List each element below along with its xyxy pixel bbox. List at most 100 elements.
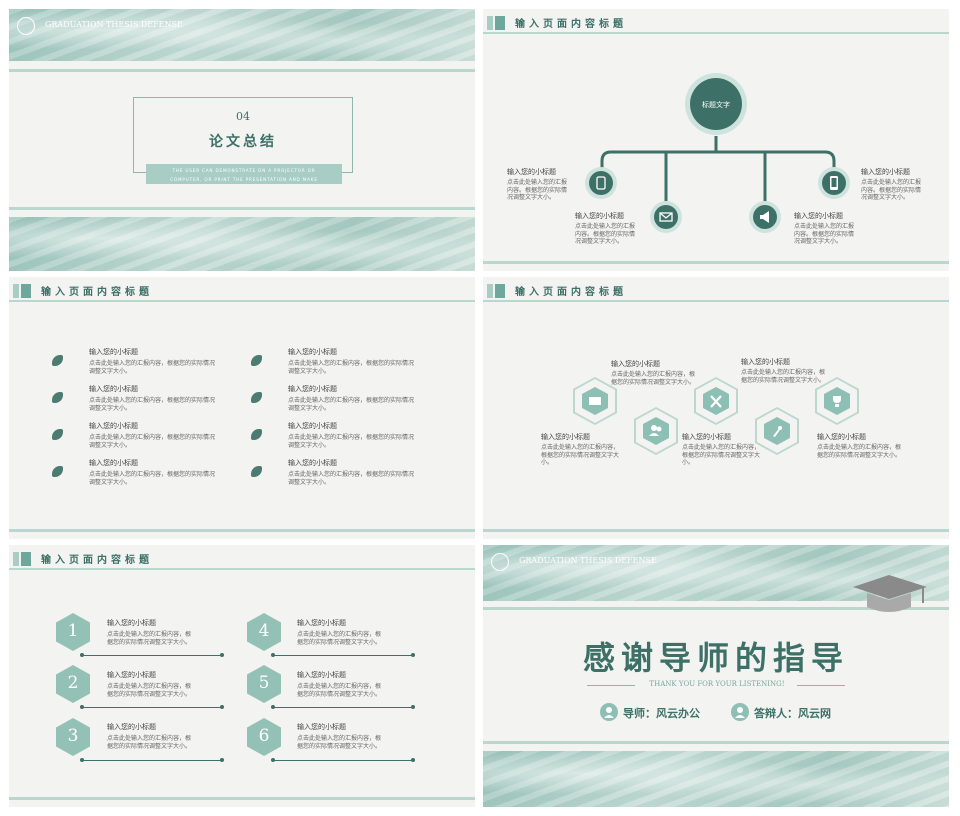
header-line bbox=[9, 300, 475, 302]
list-item-title: 输入您的小标题 bbox=[89, 422, 138, 430]
header-line bbox=[9, 568, 475, 570]
number-badge: 3 bbox=[56, 718, 90, 756]
numbered-item-text: 点击此处输入您的汇报内容，根据您的实际情况调整文字大小。 bbox=[107, 683, 192, 698]
divider-bottom bbox=[483, 741, 949, 744]
leaf-icon bbox=[52, 392, 63, 403]
list-item-title: 输入您的小标题 bbox=[89, 348, 138, 356]
caption-line-2: COMPUTER, OR PRINT THE PRESENTATION AND … bbox=[170, 177, 318, 182]
leaf-icon bbox=[52, 466, 63, 477]
leaf-icon bbox=[52, 429, 63, 440]
dotted-divider bbox=[271, 705, 415, 709]
list-item-title: 输入您的小标题 bbox=[288, 385, 337, 393]
hex-item-title: 输入您的小标题 bbox=[541, 433, 590, 441]
numbered-item-title: 输入您的小标题 bbox=[297, 723, 346, 731]
item-1-title: 输入您的小标题 bbox=[507, 168, 556, 176]
megaphone-icon bbox=[753, 205, 777, 229]
numbered-item-title: 输入您的小标题 bbox=[107, 619, 156, 627]
numbered-item-text: 点击此处输入您的汇报内容，根据您的实际情况调整文字大小。 bbox=[297, 683, 382, 698]
section-title: 论文总结 bbox=[209, 134, 277, 150]
mentor-label: 导师：风云办公 bbox=[623, 707, 700, 720]
footer-line bbox=[9, 529, 475, 532]
header-title: 输入页面内容标题 bbox=[41, 555, 153, 566]
dotted-divider bbox=[80, 653, 224, 657]
dotted-divider bbox=[80, 758, 224, 762]
dotted-divider bbox=[271, 758, 415, 762]
numbered-item-title: 输入您的小标题 bbox=[107, 723, 156, 731]
list-item-text: 点击此处输入您的汇报内容，根据您的实际情况调整文字大小。 bbox=[89, 360, 216, 375]
marble-header-band bbox=[9, 9, 475, 61]
hex-item-text: 点击此处输入您的汇报内容，根据您的实际情况调整文字大小。 bbox=[541, 444, 620, 466]
divider-top bbox=[9, 69, 475, 72]
phone-icon bbox=[589, 171, 613, 195]
list-item-text: 点击此处输入您的汇报内容，根据您的实际情况调整文字大小。 bbox=[288, 397, 415, 412]
list-item-title: 输入您的小标题 bbox=[89, 385, 138, 393]
center-label: 标题文字 bbox=[702, 101, 730, 109]
numbered-item-text: 点击此处输入您的汇报内容，根据您的实际情况调整文字大小。 bbox=[107, 631, 192, 646]
hex-item-text: 点击此处输入您的汇报内容，根据您的实际情况调整文字大小。 bbox=[817, 444, 902, 459]
dotted-divider bbox=[271, 653, 415, 657]
footer-line bbox=[483, 261, 949, 264]
header-marker bbox=[487, 284, 505, 298]
header-line bbox=[483, 32, 949, 34]
marble-footer-band bbox=[9, 217, 475, 271]
header-title: 输入页面内容标题 bbox=[515, 287, 627, 298]
mail-icon bbox=[654, 205, 678, 229]
leaf-icon bbox=[251, 429, 262, 440]
number-badge: 5 bbox=[247, 665, 281, 703]
header-title: 输入页面内容标题 bbox=[41, 287, 153, 298]
hex-item-text: 点击此处输入您的汇报内容，根据您的实际情况调整文字大小。 bbox=[741, 369, 826, 384]
subtitle-rule-left bbox=[587, 685, 635, 686]
divider-bottom bbox=[9, 207, 475, 210]
slide-leaf-list[interactable]: 输入页面内容标题 输入您的小标题 点击此处输入您的汇报内容，根据您的实际情况调整… bbox=[9, 277, 475, 539]
header-marker bbox=[487, 16, 505, 30]
subtitle-rule-right bbox=[797, 685, 845, 686]
center-node[interactable] bbox=[690, 78, 742, 130]
leaf-icon bbox=[251, 466, 262, 477]
item-3-title: 输入您的小标题 bbox=[794, 212, 843, 220]
marble-footer-band bbox=[483, 751, 949, 807]
number-badge: 6 bbox=[247, 718, 281, 756]
graduation-cap-icon bbox=[853, 575, 927, 612]
number-badge: 2 bbox=[56, 665, 90, 703]
numbered-item-text: 点击此处输入您的汇报内容，根据您的实际情况调整文字大小。 bbox=[297, 631, 382, 646]
hex-item-title: 输入您的小标题 bbox=[817, 433, 866, 441]
slide-hexagon-timeline[interactable]: 输入页面内容标题 输入您的小标题 点击此处输入您的汇报内容，根据您的实际情况调整… bbox=[483, 277, 949, 539]
list-item-title: 输入您的小标题 bbox=[288, 348, 337, 356]
slide-section-summary[interactable]: GRADUATION THESIS DEFENSE 04 论文总结 THE US… bbox=[9, 9, 475, 271]
slide-tree-diagram[interactable]: 输入页面内容标题 标题文字 输入您的小标题 点击此处输入您的汇报内容。根据您的实… bbox=[483, 9, 949, 271]
leaf-icon bbox=[251, 392, 262, 403]
hex-item-text: 点击此处输入您的汇报内容，根据您的实际情况调整文字大小。 bbox=[682, 444, 761, 466]
brand-text: GRADUATION THESIS DEFENSE bbox=[519, 556, 657, 565]
slide-numbered-list[interactable]: 输入页面内容标题 1 输入您的小标题 点击此处输入您的汇报内容，根据您的实际情况… bbox=[9, 545, 475, 807]
header-marker bbox=[13, 284, 31, 298]
list-item-text: 点击此处输入您的汇报内容，根据您的实际情况调整文字大小。 bbox=[89, 471, 216, 486]
header-marker bbox=[13, 552, 31, 566]
numbered-item-text: 点击此处输入您的汇报内容，根据您的实际情况调整文字大小。 bbox=[297, 735, 382, 750]
footer-line bbox=[9, 797, 475, 800]
list-item-text: 点击此处输入您的汇报内容，根据您的实际情况调整文字大小。 bbox=[288, 471, 415, 486]
item-2-title: 输入您的小标题 bbox=[575, 212, 624, 220]
list-item-text: 点击此处输入您的汇报内容，根据您的实际情况调整文字大小。 bbox=[288, 360, 415, 375]
header-line bbox=[483, 300, 949, 302]
hex-item-title: 输入您的小标题 bbox=[741, 358, 790, 366]
header-title: 输入页面内容标题 bbox=[515, 19, 627, 30]
item-1-text: 点击此处输入您的汇报内容。根据您的实际情况调整文字大小。 bbox=[507, 179, 568, 201]
user-icon bbox=[731, 703, 749, 721]
brand-text: GRADUATION THESIS DEFENSE bbox=[45, 20, 183, 29]
numbered-item-title: 输入您的小标题 bbox=[297, 671, 346, 679]
item-4-text: 点击此处输入您的汇报内容。根据您的实际情况调整文字大小。 bbox=[861, 179, 922, 201]
list-item-text: 点击此处输入您的汇报内容，根据您的实际情况调整文字大小。 bbox=[288, 434, 415, 449]
hex-item-text: 点击此处输入您的汇报内容，根据您的实际情况调整文字大小。 bbox=[611, 371, 696, 386]
footer-line bbox=[483, 529, 949, 532]
list-item-title: 输入您的小标题 bbox=[288, 422, 337, 430]
slide-thank-you[interactable]: GRADUATION THESIS DEFENSE 感谢导师的指导 THANK … bbox=[483, 545, 949, 807]
defender-label: 答辩人：风云网 bbox=[754, 707, 831, 720]
section-number: 04 bbox=[236, 110, 250, 123]
list-item-title: 输入您的小标题 bbox=[89, 459, 138, 467]
numbered-item-title: 输入您的小标题 bbox=[297, 619, 346, 627]
connector-lines bbox=[600, 136, 836, 202]
caption-strip: THE USER CAN DEMONSTRATE ON A PROJECTOR … bbox=[146, 164, 342, 184]
list-item-text: 点击此处输入您的汇报内容，根据您的实际情况调整文字大小。 bbox=[89, 434, 216, 449]
leaf-icon bbox=[52, 355, 63, 366]
numbered-item-title: 输入您的小标题 bbox=[107, 671, 156, 679]
